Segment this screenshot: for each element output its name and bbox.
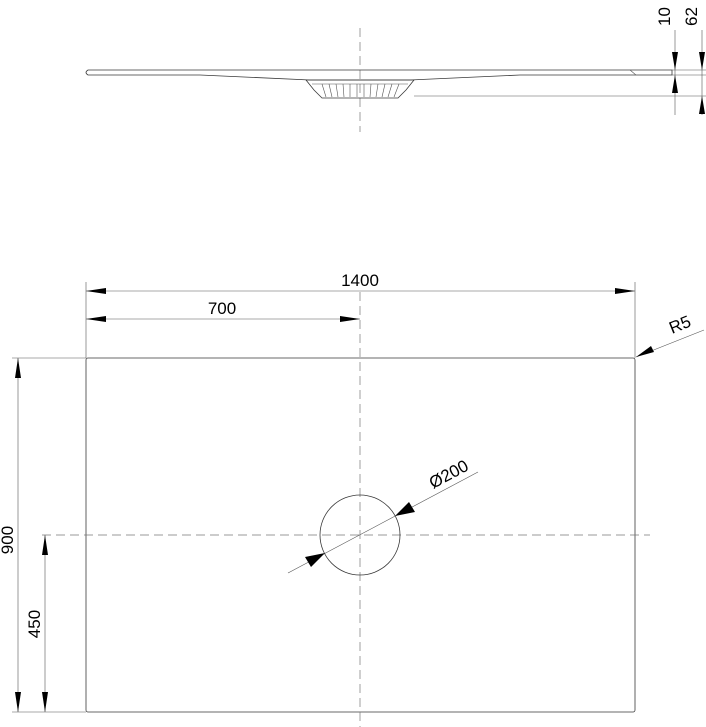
arrow [615,288,635,294]
arrow [15,692,21,712]
dim-drain-diameter-label: Ø200 [426,456,472,492]
dim-width-label: 900 [0,526,17,554]
drain-ribs [321,83,400,98]
arrow [42,692,48,712]
arrow [86,288,106,294]
drain-circle [319,494,401,576]
arrow [340,316,360,322]
arrow [699,52,705,70]
arrow [395,502,415,516]
arrow [699,96,705,114]
tray-profile [85,69,673,81]
dim-length-label: 1400 [341,271,379,290]
dim-total-height-label: 62 [682,7,701,26]
arrow [672,52,678,70]
dim-half-length-label: 700 [208,299,236,318]
dim-corner-radius-label: R5 [666,312,693,338]
dim-half-width-label: 450 [25,610,44,638]
arrow [86,316,106,322]
arrow [42,535,48,555]
side-view: 10 62 [85,7,706,132]
arrow [305,553,325,567]
arrow [636,346,654,357]
plan-view: 1400 700 R5 Ø200 900 450 [0,271,705,727]
dim-thickness-label: 10 [655,7,674,26]
drain-body [305,79,415,99]
tray-edge-detail [629,69,637,76]
arrow [672,75,678,93]
arrow [15,358,21,378]
